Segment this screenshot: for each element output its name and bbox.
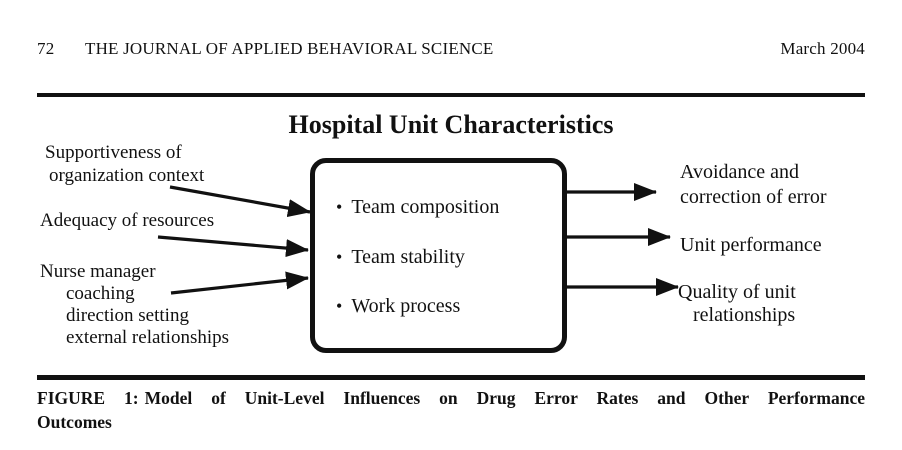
top-rule (37, 93, 865, 97)
output-label-line: Quality of unit (678, 281, 796, 303)
input-label-line: Adequacy of resources (40, 210, 215, 231)
box-item-team-composition: • Team composition (336, 196, 499, 219)
input-label-line: direction setting (66, 305, 189, 326)
input-label-line: external relationships (66, 327, 230, 348)
figure-caption-label: FIGURE 1: (37, 388, 139, 408)
journal-title: THE JOURNAL OF APPLIED BEHAVIORAL SCIENC… (85, 39, 494, 58)
input-label-line: Supportiveness of (45, 142, 182, 163)
output-label-quality: Quality of unit relationships (678, 281, 796, 327)
bottom-rule (37, 375, 865, 380)
output-label-line: Avoidance and (680, 161, 800, 183)
input-label-line: organization context (49, 165, 205, 186)
figure-caption: FIGURE 1:Model of Unit-Level Influences … (37, 388, 865, 409)
input-label-line: Nurse manager (40, 261, 156, 282)
issue-date: March 2004 (780, 39, 865, 58)
input-label-line: coaching (66, 283, 135, 304)
input-arrow-2 (157, 235, 309, 258)
output-label-avoidance: Avoidance and correction of error (680, 160, 827, 210)
figure-title: Hospital Unit Characteristics (288, 110, 614, 139)
input-label-adequacy: Adequacy of resources (40, 209, 214, 232)
bullet-icon: • (336, 247, 343, 267)
figure-caption-line2: Outcomes (37, 412, 112, 432)
output-label-line: relationships (693, 304, 796, 326)
bullet-icon: • (336, 197, 343, 217)
output-label-line: correction of error (680, 186, 827, 208)
page-number: 72 (37, 39, 55, 58)
input-label-supportiveness: Supportiveness of organization context (45, 141, 204, 187)
input-label-nurse-manager: Nurse manager coaching direction setting… (40, 261, 229, 349)
hospital-unit-characteristics-box: • Team composition • Team stability • Work … (310, 158, 567, 353)
box-item-label: Team stability (351, 246, 465, 268)
output-label-line: Unit performance (680, 234, 822, 256)
output-label-unit-performance: Unit performance (680, 234, 822, 257)
box-item-label: Team composition (351, 196, 500, 218)
box-item-work-process: • Work process (336, 295, 460, 318)
bullet-icon: • (336, 296, 343, 316)
box-item-label: Work process (351, 295, 461, 317)
figure-caption-text: Model of Unit-Level Influences on Drug E… (144, 388, 865, 408)
box-item-team-stability: • Team stability (336, 246, 465, 269)
